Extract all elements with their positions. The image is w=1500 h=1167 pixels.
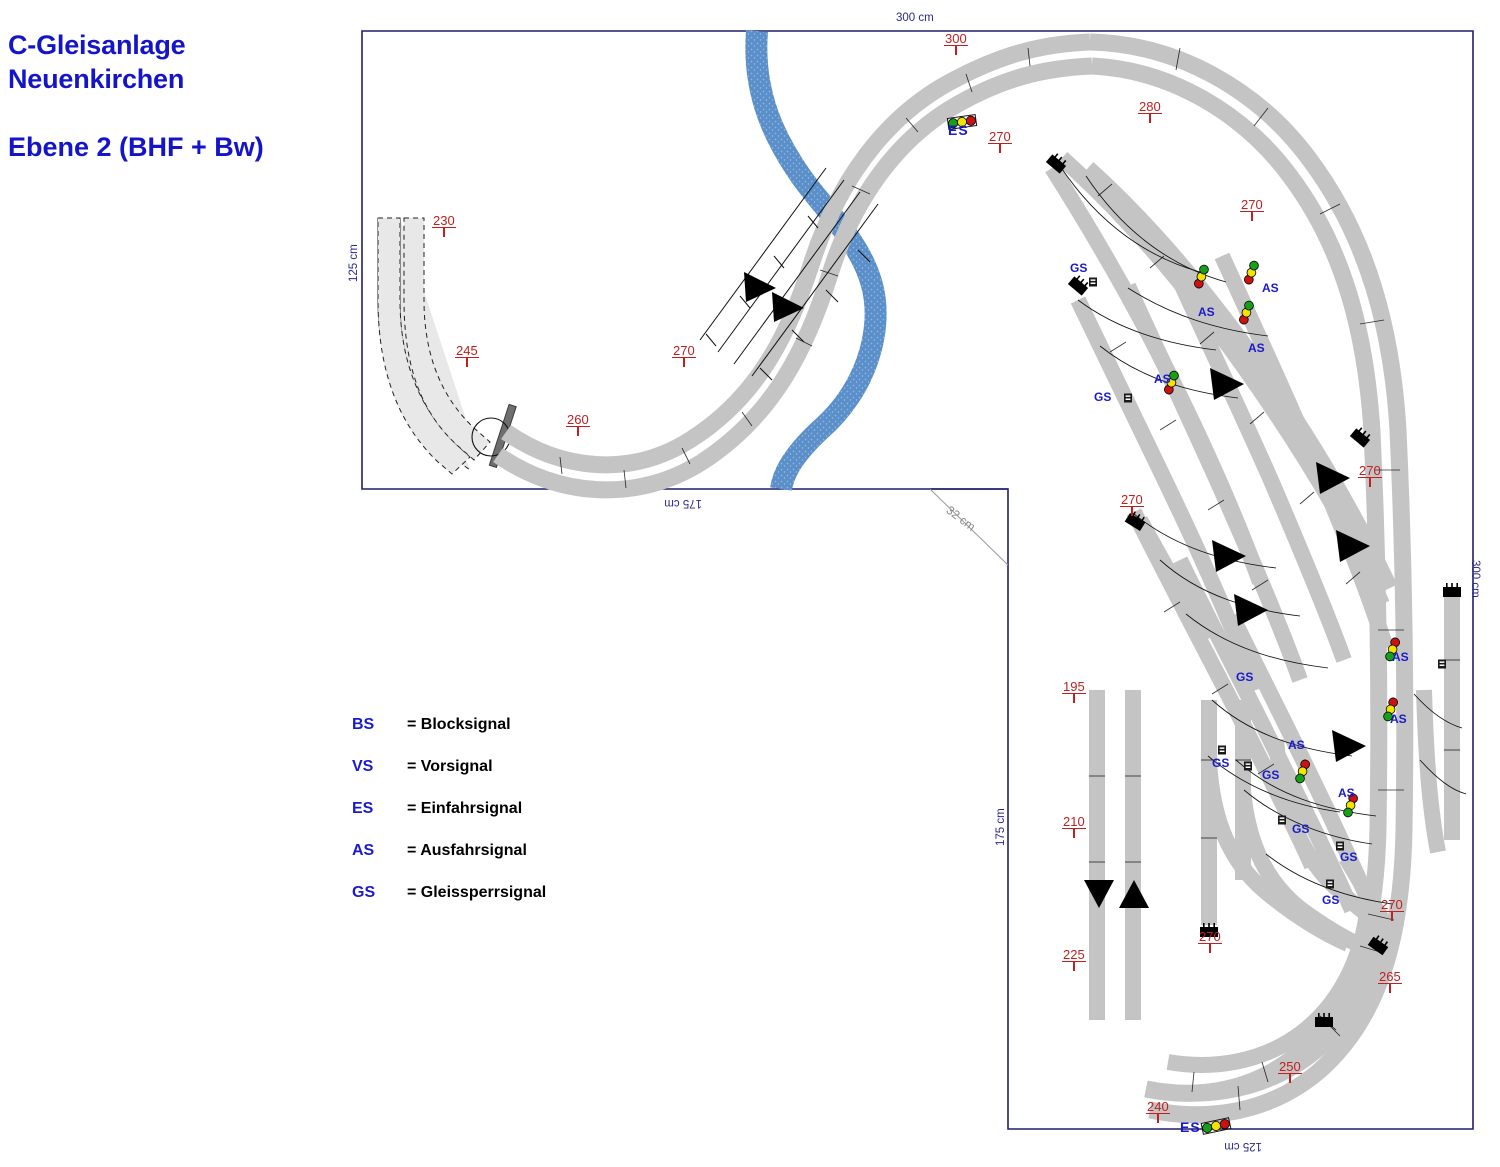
legend-row: ES = Einfahrsignal xyxy=(352,800,546,842)
elevation-marker-240: 240 xyxy=(1146,1100,1170,1123)
signal-label-gs-7: GS xyxy=(1262,768,1280,782)
signal-label-as-2: AS xyxy=(1262,281,1279,295)
dimension-lower-left-height: 175 cm xyxy=(995,808,1007,846)
elevation-marker-195: 195 xyxy=(1062,680,1086,703)
elevation-marker-225: 225 xyxy=(1062,948,1086,971)
signal-label-es-top: ES xyxy=(948,122,969,138)
legend-desc-bs: = Blocksignal xyxy=(407,716,511,733)
direction-arrow xyxy=(744,272,776,302)
bridge-railings xyxy=(699,167,879,381)
river xyxy=(745,30,887,492)
dimension-upper-bottom: 175 cm xyxy=(664,497,702,509)
signal-label-as-3: AS xyxy=(1248,341,1265,355)
gs-icon xyxy=(1124,393,1132,403)
title-subtitle: Ebene 2 (BHF + Bw) xyxy=(8,132,264,162)
title-block: C-Gleisanlage Neuenkirchen Ebene 2 (BHF … xyxy=(8,28,338,164)
direction-arrow xyxy=(1084,880,1114,908)
direction-arrows xyxy=(744,272,1370,908)
elevation-marker-270d: 270 xyxy=(1358,464,1382,487)
dimension-right-height: 300 cm xyxy=(1469,560,1481,598)
signal-legend: BS = Blocksignal VS = Vorsignal ES = Ein… xyxy=(352,716,546,926)
elevation-marker-270g: 270 xyxy=(1380,898,1404,921)
elevation-marker-300: 300 xyxy=(944,32,968,55)
legend-abbr-as: AS xyxy=(352,842,375,859)
direction-arrow xyxy=(1234,594,1268,626)
signal-label-as-7: AS xyxy=(1288,738,1305,752)
elevation-marker-245: 245 xyxy=(455,344,479,367)
signal-label-gs-6: GS xyxy=(1322,893,1340,907)
dimension-bottom-width: 125 cm xyxy=(1224,1140,1262,1152)
baseboard-outline xyxy=(361,30,1474,1130)
signal-label-as-4: AS xyxy=(1154,372,1171,386)
direction-arrow xyxy=(1332,730,1366,762)
buffer-stop xyxy=(1067,273,1091,296)
legend-row: AS = Ausfahrsignal xyxy=(352,842,546,884)
track-joints xyxy=(559,47,1460,1111)
signal-label-as-8: AS xyxy=(1338,786,1355,800)
title-line-1: C-Gleisanlage xyxy=(8,30,186,60)
legend-row: GS = Gleissperrsignal xyxy=(352,884,546,926)
elevation-marker-265: 265 xyxy=(1378,970,1402,993)
direction-arrow xyxy=(1336,530,1370,562)
elevation-marker-230: 230 xyxy=(432,214,456,237)
title-line-2: Neuenkirchen xyxy=(8,64,185,94)
legend-desc-es: = Einfahrsignal xyxy=(407,800,523,817)
hidden-staging-tracks xyxy=(377,217,491,475)
as-signal xyxy=(1242,259,1261,286)
legend-row: VS = Vorsignal xyxy=(352,758,546,800)
direction-arrow xyxy=(1316,462,1350,494)
direction-arrow xyxy=(772,292,804,322)
signal-label-as-1: AS xyxy=(1198,305,1215,319)
signal-label-gs-4: GS xyxy=(1212,756,1230,770)
elevation-marker-270e: 270 xyxy=(1120,493,1144,516)
dimension-left-height: 125 cm xyxy=(348,244,360,282)
legend-abbr-es: ES xyxy=(352,800,374,817)
gs-icon xyxy=(1326,879,1334,889)
signal-label-gs-2: GS xyxy=(1094,390,1112,404)
elevation-marker-270c: 270 xyxy=(672,344,696,367)
elevation-marker-270b: 270 xyxy=(1240,198,1264,221)
legend-desc-gs: = Gleissperrsignal xyxy=(407,884,547,901)
elevation-marker-250: 250 xyxy=(1278,1060,1302,1083)
gs-icon xyxy=(1438,659,1446,669)
signal-label-gs-3: GS xyxy=(1236,670,1254,684)
signal-label-gs-8: GS xyxy=(1292,822,1310,836)
track-network xyxy=(493,33,1460,1124)
gs-icon xyxy=(1218,745,1226,755)
gs-icon xyxy=(1244,761,1252,771)
signal-label-es-bottom: ES xyxy=(1180,1119,1201,1135)
turnout-lines xyxy=(1059,165,1467,905)
elevation-marker-270f: 270 xyxy=(1198,930,1222,953)
legend-row: BS = Blocksignal xyxy=(352,716,546,758)
direction-arrow xyxy=(1210,368,1244,400)
elevation-marker-280: 280 xyxy=(1138,100,1162,123)
legend-abbr-vs: VS xyxy=(352,758,374,775)
elevation-marker-270a: 270 xyxy=(988,130,1012,153)
signal-label-gs-5: GS xyxy=(1340,850,1358,864)
chamfer-line xyxy=(929,488,1009,566)
buffer-stop xyxy=(1443,583,1461,597)
signal-label-as-6: AS xyxy=(1390,712,1407,726)
legend-desc-vs: = Vorsignal xyxy=(407,758,493,775)
direction-arrow xyxy=(1212,540,1246,572)
dimension-top-width: 300 cm xyxy=(896,12,934,24)
signal-label-gs-1: GS xyxy=(1070,261,1088,275)
legend-desc-as: = Ausfahrsignal xyxy=(407,842,527,859)
gs-icon xyxy=(1278,815,1286,825)
direction-arrow xyxy=(1119,880,1149,908)
elevation-marker-210: 210 xyxy=(1062,815,1086,838)
elevation-marker-260: 260 xyxy=(566,413,590,436)
gs-icon xyxy=(1089,277,1097,287)
legend-abbr-bs: BS xyxy=(352,716,375,733)
legend-abbr-gs: GS xyxy=(352,884,376,901)
signal-label-as-5: AS xyxy=(1392,650,1409,664)
